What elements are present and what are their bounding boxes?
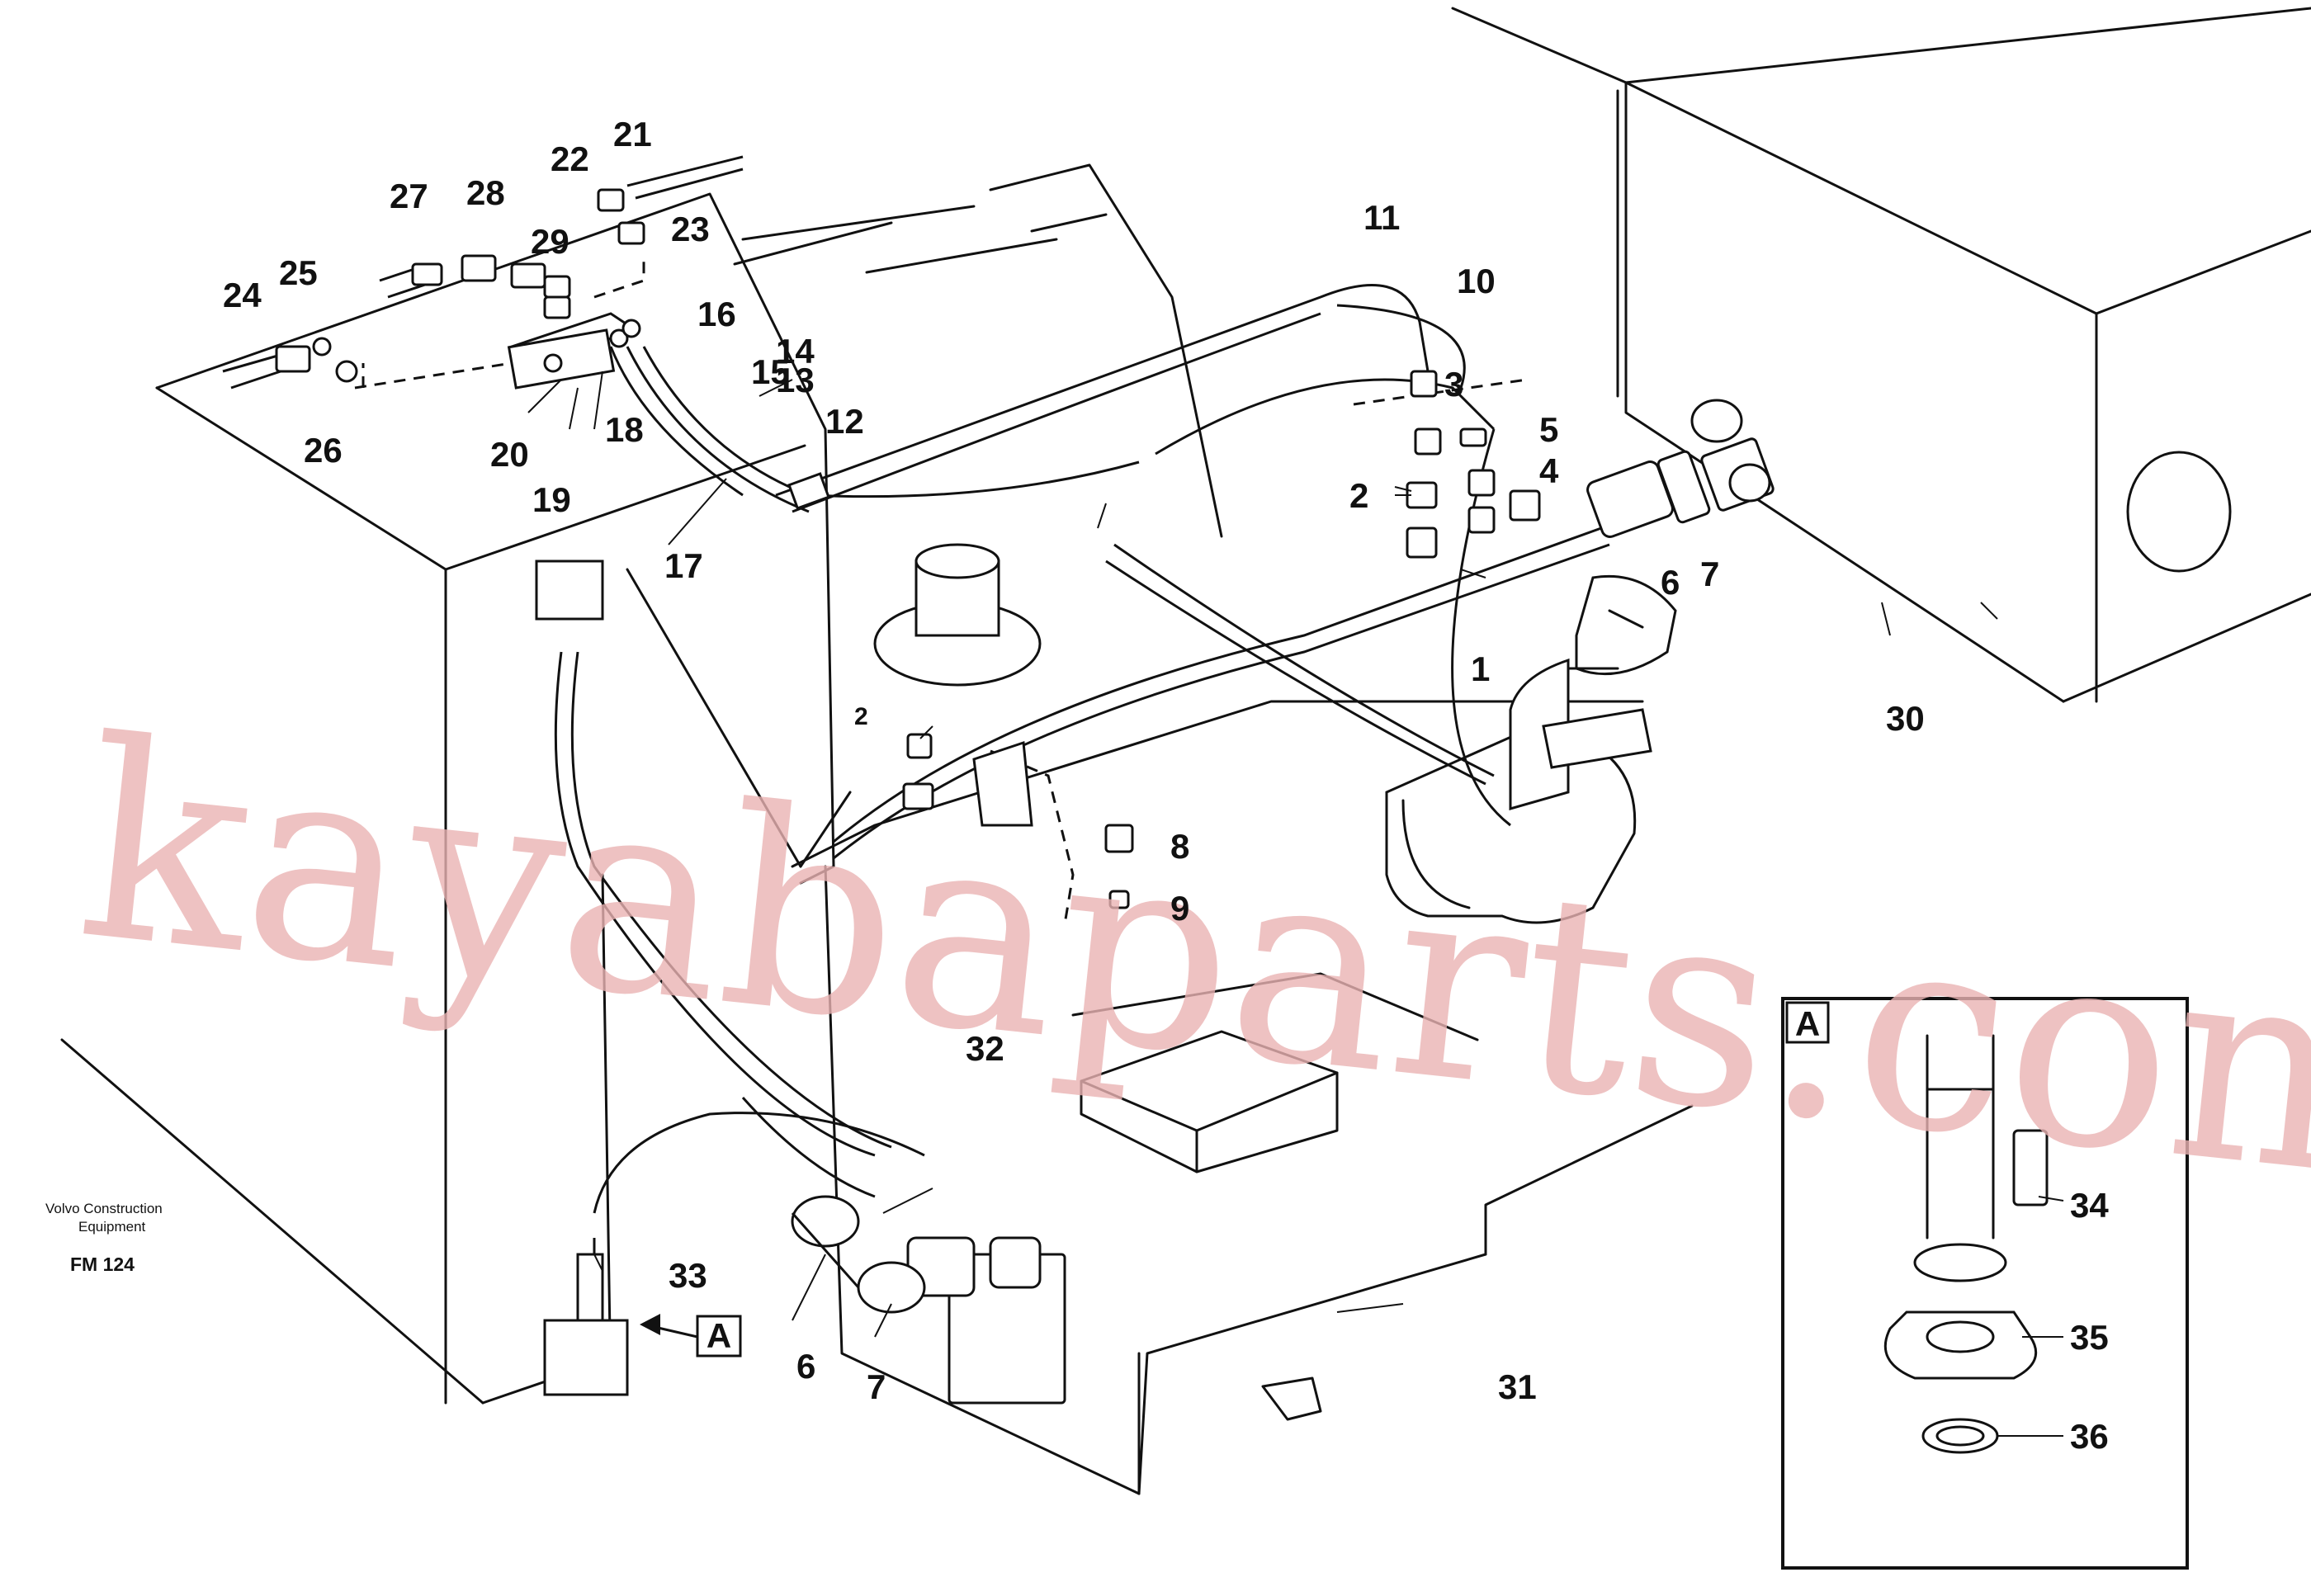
- detail-view-a: [1781, 997, 2189, 1570]
- return-filter: [535, 560, 1066, 1405]
- part-label: 17: [664, 546, 703, 585]
- suction-filter: [873, 543, 1042, 687]
- part-label: 32: [966, 1029, 1004, 1068]
- part-label: 11: [1363, 198, 1400, 237]
- part-label: 16: [697, 295, 736, 333]
- drawing-code: FM 124: [70, 1254, 135, 1275]
- part-label: 6: [796, 1347, 815, 1386]
- watermark-text: kayabaparts.com: [68, 682, 2311, 1244]
- part-label: 18: [605, 410, 644, 449]
- part-label: 7: [1700, 555, 1719, 593]
- part-label: 22: [551, 139, 589, 178]
- maker-name-line2: Equipment: [78, 1219, 146, 1235]
- part-label: 14: [776, 332, 815, 371]
- part-label: 7: [867, 1367, 886, 1406]
- part-label: 13: [776, 361, 815, 399]
- part-label: 3: [1444, 365, 1463, 404]
- part-label: 25: [279, 253, 318, 292]
- view-a-marker-letter: A: [707, 1316, 731, 1355]
- part-label: 36: [2070, 1417, 2109, 1456]
- engine-block: [1451, 7, 2311, 703]
- part-label: 19: [532, 480, 571, 519]
- part-label: 33: [669, 1256, 707, 1295]
- part-label: 1: [1471, 649, 1490, 688]
- part-labels: 1 2 2 3 4 5 6 6 7 7 8 9 10 11 12 13 14 1…: [223, 115, 2109, 1456]
- detail-view-letter: A: [1795, 1004, 1820, 1043]
- view-a-marker: A: [640, 1314, 742, 1358]
- fittings-cluster: [902, 370, 1541, 909]
- suction-line: [554, 284, 1775, 1304]
- part-label: 34: [2070, 1186, 2109, 1225]
- part-label: 29: [531, 222, 569, 261]
- part-label: 12: [825, 402, 864, 441]
- part-label: 5: [1539, 410, 1558, 449]
- part-label: 20: [490, 435, 529, 474]
- part-label: 2: [1349, 476, 1368, 515]
- part-label: 8: [1170, 827, 1189, 866]
- part-label: 28: [466, 173, 505, 212]
- part-label: 4: [1539, 451, 1559, 490]
- part-label: 35: [2070, 1318, 2109, 1357]
- tank-body-outline: [60, 163, 1694, 1495]
- part-label: 2: [854, 703, 868, 730]
- part-label: 30: [1886, 699, 1925, 738]
- part-label: 9: [1170, 889, 1189, 928]
- part-label: 24: [223, 276, 262, 314]
- part-label: 6: [1661, 563, 1680, 602]
- part-label: 27: [390, 177, 428, 215]
- part-label: 21: [613, 115, 652, 153]
- part-label: 26: [304, 431, 343, 470]
- part-label: 15: [751, 352, 790, 391]
- leader-lines: [527, 371, 2064, 1437]
- distribution-block: [222, 155, 1528, 925]
- part-label: 10: [1457, 262, 1496, 300]
- part-label: 23: [671, 210, 710, 248]
- maker-name-line1: Volvo Construction: [45, 1201, 163, 1216]
- part-label: 31: [1498, 1367, 1537, 1406]
